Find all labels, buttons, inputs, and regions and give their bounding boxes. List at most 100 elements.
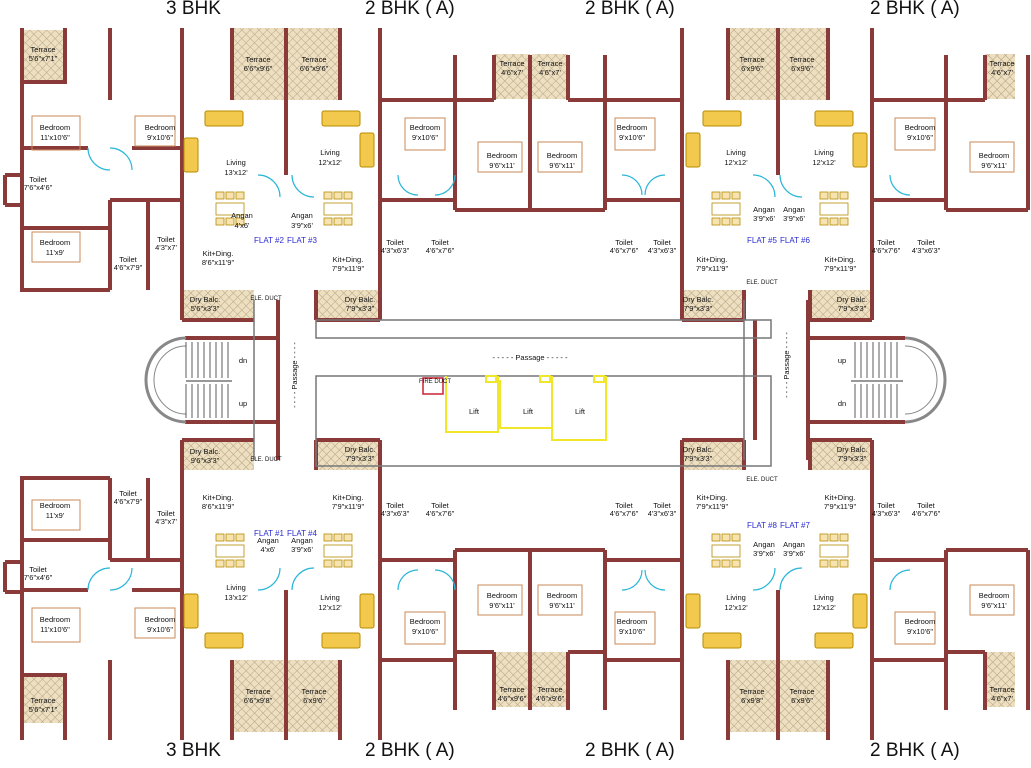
svg-text:7'9"x11'9": 7'9"x11'9" bbox=[332, 264, 365, 273]
dry-balcony bbox=[318, 290, 380, 318]
svg-text:9'6"x11': 9'6"x11' bbox=[549, 601, 575, 610]
svg-text:4'3"x6'3": 4'3"x6'3" bbox=[648, 246, 677, 255]
svg-text:7'9"x3'3": 7'9"x3'3" bbox=[838, 304, 867, 313]
svg-text:7'9"x11'9": 7'9"x11'9" bbox=[824, 502, 857, 511]
svg-text:Angan: Angan bbox=[783, 205, 805, 214]
svg-text:3'9"x6': 3'9"x6' bbox=[753, 214, 775, 223]
svg-text:5'6"x7'1": 5'6"x7'1" bbox=[29, 705, 58, 714]
terrace bbox=[232, 660, 284, 732]
unit-type-header: 2 BHK ( A) bbox=[585, 740, 675, 761]
staircase-right bbox=[851, 336, 947, 424]
svg-text:Terrace: Terrace bbox=[245, 55, 270, 64]
svg-text:ELE. DUCT: ELE. DUCT bbox=[746, 477, 778, 483]
svg-text:Toilet: Toilet bbox=[917, 501, 935, 510]
passage-label: - - - - Passage - - - - bbox=[782, 332, 791, 398]
svg-text:6'x9'6": 6'x9'6" bbox=[791, 696, 813, 705]
svg-text:dn: dn bbox=[239, 356, 247, 365]
svg-text:Bedroom: Bedroom bbox=[145, 123, 175, 132]
svg-text:Angan: Angan bbox=[783, 540, 805, 549]
flat-labels: FLAT #2 FLAT #3 FLAT #5 FLAT #6 FLAT #1 … bbox=[254, 236, 810, 538]
svg-text:Toilet: Toilet bbox=[877, 501, 895, 510]
svg-text:4'6"x7'6": 4'6"x7'6" bbox=[872, 246, 901, 255]
dry-balcony bbox=[182, 442, 254, 470]
svg-text:Bedroom: Bedroom bbox=[145, 615, 175, 624]
svg-text:Lift: Lift bbox=[575, 407, 586, 416]
svg-text:dn: dn bbox=[838, 399, 846, 408]
room-labels: Terrace 5'6"x7'1" Bedroom 11'x10'6" Bedr… bbox=[24, 45, 1015, 714]
svg-text:Terrace: Terrace bbox=[30, 696, 55, 705]
svg-text:Dry Balc.: Dry Balc. bbox=[345, 295, 375, 304]
svg-text:Terrace: Terrace bbox=[499, 685, 524, 694]
svg-text:5'6"x7'1": 5'6"x7'1" bbox=[29, 54, 58, 63]
svg-text:Bedroom: Bedroom bbox=[905, 617, 935, 626]
svg-text:Living: Living bbox=[320, 148, 340, 157]
svg-text:Toilet: Toilet bbox=[653, 501, 671, 510]
svg-text:9'6"x11': 9'6"x11' bbox=[981, 161, 1007, 170]
svg-text:4'6"x7'6": 4'6"x7'6" bbox=[912, 509, 941, 518]
svg-text:up: up bbox=[239, 399, 247, 408]
svg-text:4'x6': 4'x6' bbox=[235, 221, 251, 230]
unit-type-header: 2 BHK ( A) bbox=[585, 0, 675, 19]
svg-text:Toilet: Toilet bbox=[119, 489, 137, 498]
svg-text:8'6"x11'9": 8'6"x11'9" bbox=[202, 258, 235, 267]
svg-text:Terrace: Terrace bbox=[789, 687, 814, 696]
svg-text:12'x12': 12'x12' bbox=[724, 158, 748, 167]
terraces bbox=[22, 28, 1015, 732]
svg-text:Terrace: Terrace bbox=[301, 55, 326, 64]
svg-text:7'9"x11'9": 7'9"x11'9" bbox=[696, 264, 729, 273]
svg-text:Terrace: Terrace bbox=[499, 59, 524, 68]
svg-text:up: up bbox=[838, 356, 846, 365]
svg-text:6'x9'6": 6'x9'6" bbox=[741, 64, 763, 73]
svg-text:9'6"x11': 9'6"x11' bbox=[489, 601, 515, 610]
svg-text:4'3"x6'3": 4'3"x6'3" bbox=[381, 246, 410, 255]
svg-text:9'6"x3'3": 9'6"x3'3" bbox=[191, 456, 220, 465]
svg-text:4'3"x7': 4'3"x7' bbox=[155, 517, 177, 526]
svg-text:Living: Living bbox=[726, 593, 746, 602]
fire-duct bbox=[422, 377, 444, 395]
doors bbox=[87, 147, 911, 591]
terrace bbox=[985, 652, 1015, 707]
svg-text:Bedroom: Bedroom bbox=[979, 151, 1009, 160]
svg-text:Bedroom: Bedroom bbox=[40, 238, 70, 247]
svg-text:8'6"x11'9": 8'6"x11'9" bbox=[202, 502, 235, 511]
flat-label: FLAT #5 bbox=[747, 236, 777, 245]
svg-text:9'x10'6": 9'x10'6" bbox=[412, 627, 438, 636]
svg-text:4'6"x7'6": 4'6"x7'6" bbox=[610, 246, 639, 255]
terrace bbox=[780, 660, 828, 732]
svg-text:12'x12': 12'x12' bbox=[812, 158, 836, 167]
svg-text:12'x12': 12'x12' bbox=[318, 603, 342, 612]
svg-text:6'6"x9'6": 6'6"x9'6" bbox=[300, 64, 329, 73]
svg-text:ELE. DUCT: ELE. DUCT bbox=[746, 280, 778, 286]
svg-text:5'6"x3'3": 5'6"x3'3" bbox=[191, 304, 220, 313]
svg-text:7'9"x11'9": 7'9"x11'9" bbox=[696, 502, 729, 511]
svg-text:Bedroom: Bedroom bbox=[547, 591, 577, 600]
svg-text:3'9"x6': 3'9"x6' bbox=[291, 545, 313, 554]
svg-text:6'x9'6": 6'x9'6" bbox=[791, 64, 813, 73]
unit-type-header: 3 BHK bbox=[166, 0, 221, 19]
svg-text:Kit+Ding.: Kit+Ding. bbox=[825, 255, 856, 264]
dry-balcony bbox=[182, 290, 254, 318]
svg-text:3'9"x6': 3'9"x6' bbox=[783, 214, 805, 223]
staircase-left bbox=[144, 336, 232, 424]
svg-text:- - - - - Passage - - - - -: - - - - - Passage - - - - - bbox=[493, 353, 569, 362]
svg-text:12'x12': 12'x12' bbox=[812, 603, 836, 612]
svg-text:Angan: Angan bbox=[231, 211, 253, 220]
svg-text:Bedroom: Bedroom bbox=[40, 123, 70, 132]
svg-text:Kit+Ding.: Kit+Ding. bbox=[333, 493, 364, 502]
svg-text:4'6"x7': 4'6"x7' bbox=[539, 68, 561, 77]
svg-text:Terrace: Terrace bbox=[789, 55, 814, 64]
svg-text:Kit+Ding.: Kit+Ding. bbox=[697, 493, 728, 502]
terrace bbox=[728, 28, 776, 100]
terrace bbox=[22, 675, 65, 723]
svg-text:Lift: Lift bbox=[523, 407, 534, 416]
terrace bbox=[288, 660, 340, 732]
svg-text:Toilet: Toilet bbox=[386, 238, 404, 247]
svg-text:6'6"x9'6": 6'6"x9'6" bbox=[244, 64, 273, 73]
svg-text:Toilet: Toilet bbox=[615, 501, 633, 510]
svg-text:12'x12': 12'x12' bbox=[724, 603, 748, 612]
passage-label: - - - - Passage - - - - bbox=[290, 342, 299, 408]
svg-text:Toilet: Toilet bbox=[615, 238, 633, 247]
svg-text:Angan: Angan bbox=[753, 205, 775, 214]
svg-text:4'6"x7'6": 4'6"x7'6" bbox=[426, 246, 455, 255]
svg-text:4'6"x7'9": 4'6"x7'9" bbox=[114, 497, 143, 506]
